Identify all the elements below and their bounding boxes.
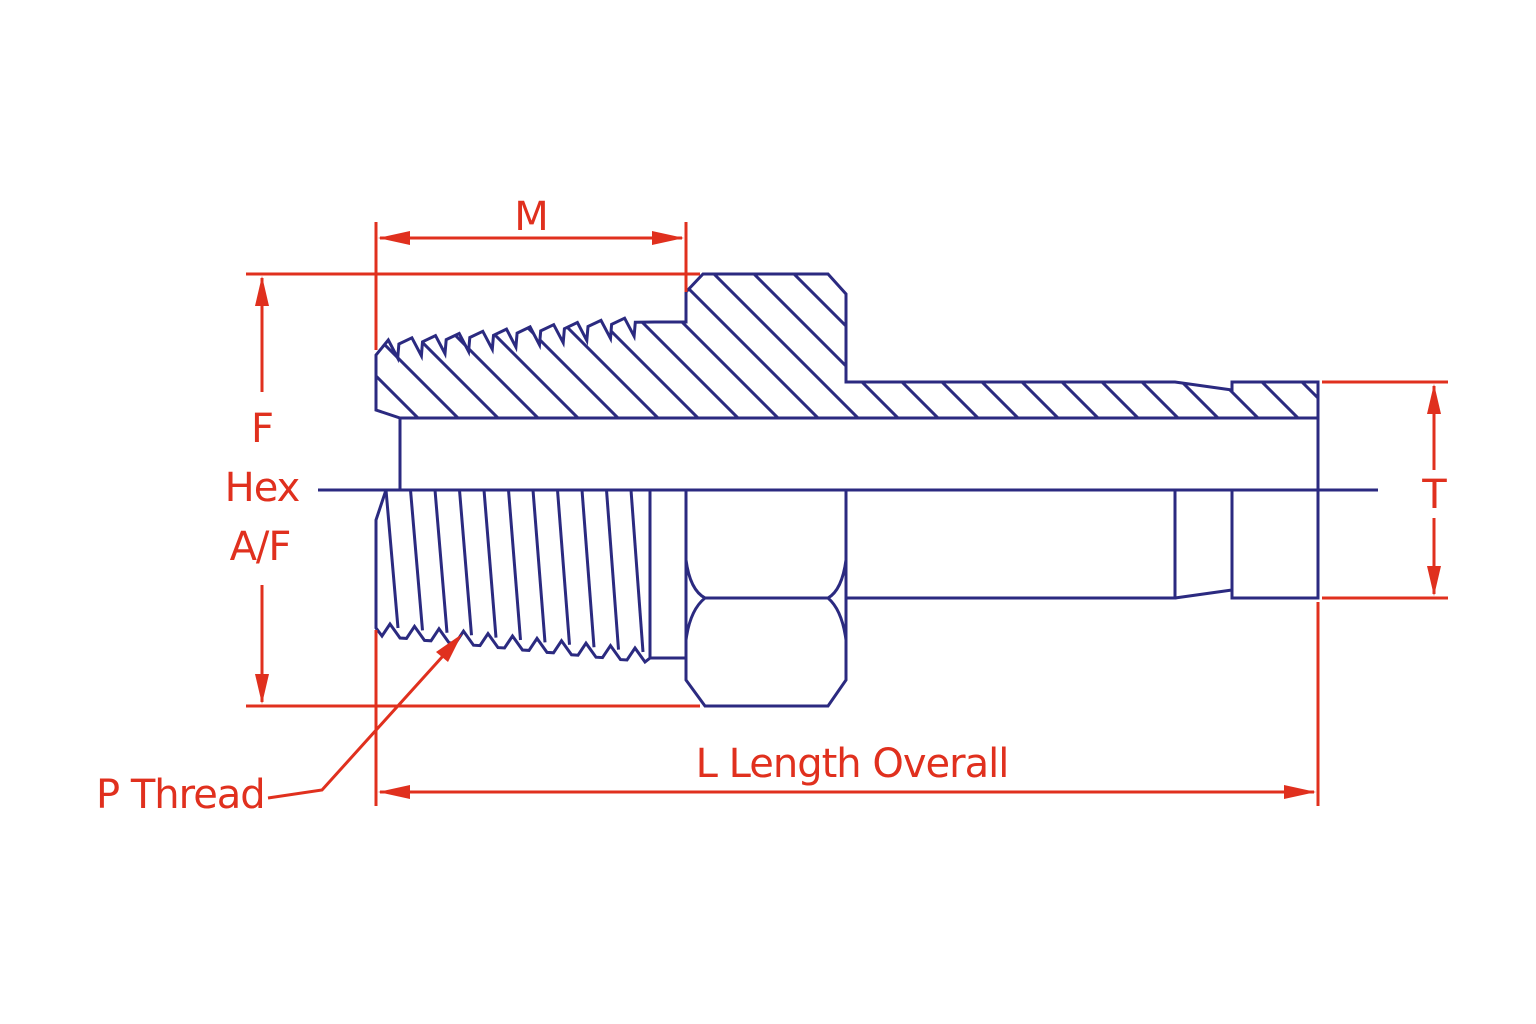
thread-line <box>605 489 620 650</box>
dimension-t: T <box>1322 380 1448 600</box>
section-view <box>100 260 1536 490</box>
thread-line <box>507 489 522 641</box>
thread-line <box>556 489 571 645</box>
thread-line <box>580 489 596 648</box>
dimension-m-label: M <box>514 194 548 240</box>
hatch-line <box>140 260 310 430</box>
hatch-line <box>180 260 350 430</box>
hatch-line <box>1298 274 1318 418</box>
thread-line <box>531 489 547 643</box>
dimension-f-hex: F Hex A/F <box>225 272 700 708</box>
hatch-line <box>1380 260 1536 430</box>
thread-line <box>629 489 645 653</box>
exterior-view <box>374 489 1320 708</box>
thread-callout-label: P Thread <box>96 772 265 818</box>
thread-callout: P Thread <box>96 634 462 818</box>
external-thread <box>374 489 652 665</box>
hatch-line <box>738 274 912 418</box>
dimension-m: M <box>374 194 688 350</box>
thread-lines <box>384 489 645 653</box>
dimension-af-label: A/F <box>230 524 291 570</box>
dimension-hex-label: Hex <box>225 465 300 511</box>
dimension-t-label: T <box>1421 472 1447 518</box>
thread-relief <box>648 490 686 660</box>
thread-line <box>409 489 424 631</box>
dimension-l: L Length Overall <box>374 602 1320 806</box>
hatch-line <box>376 274 392 418</box>
hatch-line <box>698 274 872 418</box>
hex-flat-line <box>684 559 848 600</box>
hex-body <box>684 490 848 708</box>
hatch-line <box>1340 260 1510 430</box>
hatch-line <box>376 274 512 418</box>
dimension-l-label: L Length Overall <box>696 741 1009 787</box>
tube-stem <box>846 490 1320 600</box>
hatch-line <box>100 260 270 430</box>
section-outline <box>374 272 1320 420</box>
thread-line <box>482 489 498 638</box>
hex-corner-curves <box>684 596 848 641</box>
dimension-f-label: F <box>251 406 273 452</box>
thread-line <box>433 489 449 633</box>
section-hatching <box>100 260 1536 430</box>
hatch-line <box>1460 260 1536 430</box>
thread-line <box>458 489 473 636</box>
hatch-line <box>376 274 432 418</box>
thread-line <box>384 489 400 629</box>
